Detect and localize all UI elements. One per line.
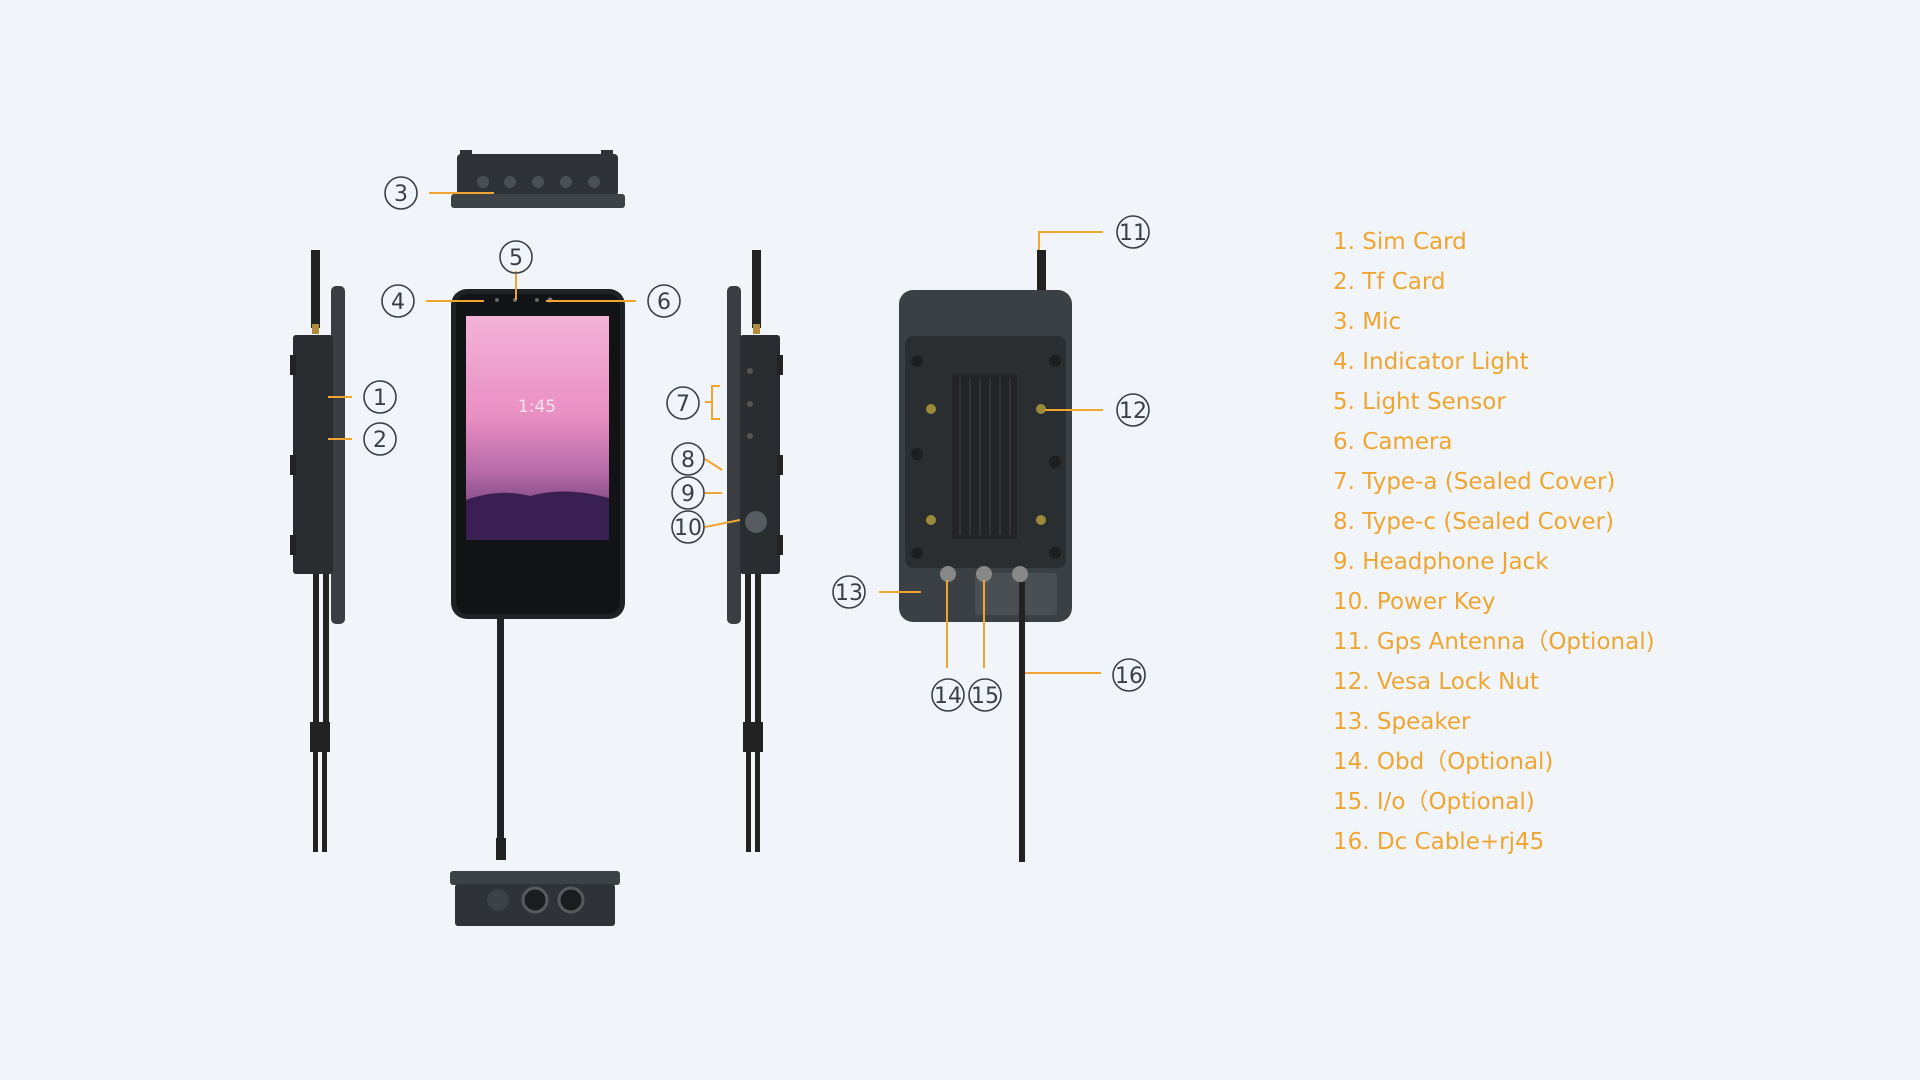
svg-text:14: 14 <box>934 684 962 709</box>
legend-item: 6. Camera <box>1333 429 1453 455</box>
device-bottom-view <box>450 838 620 926</box>
svg-text:6: 6 <box>657 290 671 315</box>
legend-item: 3. Mic <box>1333 309 1402 335</box>
callout-5: 5 <box>499 240 533 274</box>
callout-10: 10 <box>671 510 705 544</box>
callout-2: 2 <box>363 422 397 456</box>
callout-7: 7 <box>666 386 700 420</box>
svg-text:4: 4 <box>391 290 405 315</box>
callout-4: 4 <box>381 284 415 318</box>
legend-item: 10. Power Key <box>1333 589 1496 615</box>
svg-text:5: 5 <box>509 246 523 271</box>
callout-13: 13 <box>832 575 866 609</box>
leader-lines <box>328 192 1103 674</box>
svg-text:8: 8 <box>681 448 695 473</box>
device-back-view <box>899 250 1072 862</box>
callout-9: 9 <box>671 476 705 510</box>
callout-1: 1 <box>363 380 397 414</box>
callout-6: 6 <box>647 284 681 318</box>
svg-text:12: 12 <box>1119 399 1147 424</box>
legend-item: 1. Sim Card <box>1333 229 1467 255</box>
callout-14: 14 <box>931 678 965 712</box>
legend-item: 7. Type-a (Sealed Cover) <box>1333 469 1616 495</box>
callout-8: 8 <box>671 442 705 476</box>
svg-text:1: 1 <box>373 386 387 411</box>
screen-clock: 1:45 <box>518 397 556 417</box>
callout-16: 16 <box>1112 658 1146 692</box>
legend-item: 4. Indicator Light <box>1333 349 1529 375</box>
callout-markers: 1 2 3 4 5 6 7 8 9 10 11 12 13 14 15 16 <box>363 176 1150 712</box>
legend-item: 13. Speaker <box>1333 709 1471 735</box>
legend-item: 12. Vesa Lock Nut <box>1333 669 1539 695</box>
legend-item: 8. Type-c (Sealed Cover) <box>1333 509 1614 535</box>
parts-legend: 1. Sim Card 2. Tf Card 3. Mic 4. Indicat… <box>1333 222 1655 862</box>
legend-item: 5. Light Sensor <box>1333 389 1506 415</box>
callout-11: 11 <box>1116 215 1150 249</box>
device-left-side-view <box>290 250 345 852</box>
svg-text:7: 7 <box>676 392 690 417</box>
legend-item: 16. Dc Cable+rj45 <box>1333 829 1545 855</box>
svg-text:2: 2 <box>373 428 387 453</box>
svg-text:9: 9 <box>681 482 695 507</box>
svg-text:16: 16 <box>1115 664 1143 689</box>
callout-15: 15 <box>968 678 1002 712</box>
svg-text:10: 10 <box>674 516 702 541</box>
legend-item: 15. I/o（Optional) <box>1333 789 1535 815</box>
device-front-view: 1:45 <box>451 289 625 849</box>
legend-item: 14. Obd（Optional) <box>1333 749 1554 775</box>
callout-3: 3 <box>384 176 418 210</box>
legend-item: 2. Tf Card <box>1333 269 1446 295</box>
svg-text:3: 3 <box>394 182 408 207</box>
legend-item: 11. Gps Antenna（Optional) <box>1333 629 1655 655</box>
legend-item: 9. Headphone Jack <box>1333 549 1549 575</box>
device-right-side-view <box>727 250 783 852</box>
device-top-view <box>451 150 625 208</box>
svg-text:15: 15 <box>971 684 999 709</box>
callout-12: 12 <box>1116 393 1150 427</box>
svg-text:11: 11 <box>1119 221 1147 246</box>
svg-text:13: 13 <box>835 581 863 606</box>
